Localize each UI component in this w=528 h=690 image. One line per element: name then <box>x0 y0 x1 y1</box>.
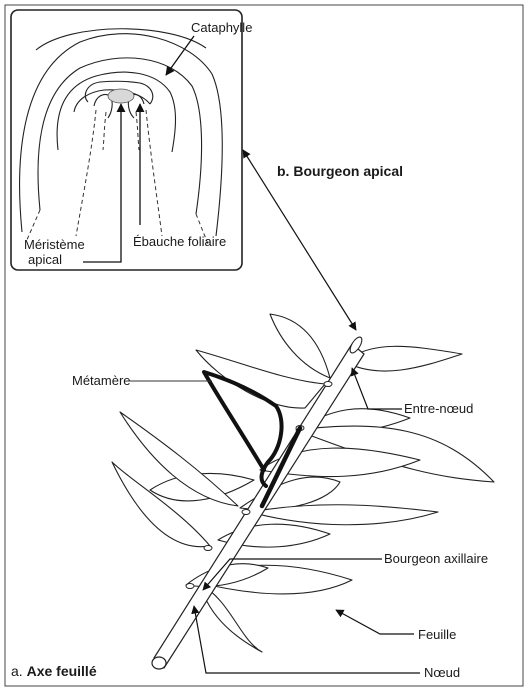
leaf <box>270 314 330 378</box>
entre-noeud-pointer <box>352 368 402 409</box>
axillary-bud <box>204 546 212 551</box>
entre-noeud-label: Entre-nœud <box>404 401 473 416</box>
ebauche-label: Ébauche foliaire <box>133 234 226 249</box>
axe-prefix: a. <box>11 663 27 679</box>
feuille-pointer <box>336 610 414 634</box>
leaf <box>345 346 462 371</box>
axillary-bud <box>324 382 332 387</box>
leafy-axis <box>112 314 494 669</box>
stem-cut-end <box>152 657 166 669</box>
meristem-dome <box>108 89 134 103</box>
axillary-bud <box>186 584 194 589</box>
feuille-label: Feuille <box>418 627 456 642</box>
leaf <box>250 505 438 525</box>
noeud-label: Nœud <box>424 665 460 680</box>
axe-title: Axe feuillé <box>27 663 97 679</box>
cataphylle-label: Cataphylle <box>191 20 252 35</box>
apical-bud-inset: Cataphylle Méristème apical Ébauche foli… <box>11 10 252 270</box>
axe-feuille-title: a. Axe feuillé <box>11 663 97 679</box>
leaves <box>112 314 494 652</box>
inset-frame <box>11 10 242 270</box>
axillary-bud <box>242 510 250 515</box>
metamere-label: Métamère <box>72 373 131 388</box>
meristeme-label-line1: Méristème <box>24 237 85 252</box>
bourgeon-apical-title: b. Bourgeon apical <box>277 163 403 179</box>
meristeme-label-line2: apical <box>28 252 62 267</box>
bourgeon-axillaire-label: Bourgeon axillaire <box>384 551 488 566</box>
